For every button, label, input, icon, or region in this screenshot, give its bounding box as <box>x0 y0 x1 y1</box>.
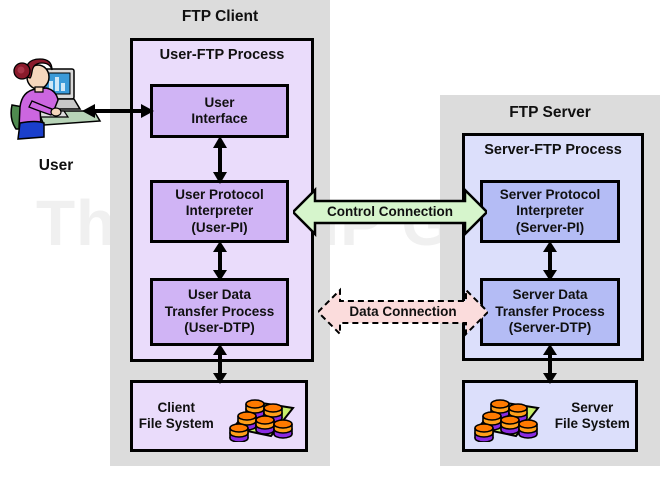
arrow-serverpi-to-serverdtp <box>543 241 557 281</box>
node-line: (Server-DTP) <box>508 320 592 336</box>
node-line: User Data <box>187 287 252 303</box>
node-line: Transfer Process <box>164 303 275 319</box>
node-line: Transfer Process <box>495 303 605 319</box>
fs-line: File System <box>138 416 214 431</box>
server-ftp-process-title: Server-FTP Process <box>484 142 622 158</box>
data-connection-label: Data Connection <box>349 304 457 319</box>
node-line: Interpreter <box>185 203 254 219</box>
node-line: (Server-PI) <box>515 219 585 235</box>
arrow-serverdtp-to-server-fs <box>543 344 557 384</box>
ftp-client-title: FTP Client <box>181 8 259 25</box>
ftp-server-title: FTP Server <box>509 104 591 121</box>
arrow-user-to-user-interface <box>82 104 154 118</box>
fs-line: Server <box>571 399 614 415</box>
node-line: User Protocol <box>175 186 264 202</box>
control-connection-arrow[interactable] <box>293 187 487 237</box>
user-interface-node[interactable]: User Interface <box>150 84 289 138</box>
fs-line: Client <box>157 399 196 415</box>
node-line: Interface <box>191 111 248 126</box>
server-file-system-label: Server File System <box>555 400 630 433</box>
client-file-system-box[interactable]: Client File System <box>130 380 308 452</box>
node-line: Server Protocol <box>499 186 601 202</box>
user-protocol-interpreter-node[interactable]: User Protocol Interpreter (User-PI) <box>150 180 289 243</box>
arrow-userpi-to-userdtp <box>213 241 227 281</box>
client-file-system-label: Client File System <box>139 400 214 433</box>
node-line: User <box>204 94 235 110</box>
server-file-system-box[interactable]: Server File System <box>462 380 638 452</box>
control-connection-label: Control Connection <box>327 204 453 219</box>
arrow-ui-to-userpi <box>213 136 227 184</box>
server-data-transfer-process-node[interactable]: Server Data Transfer Process (Server-DTP… <box>480 278 620 346</box>
user-caption: User <box>38 157 74 174</box>
server-protocol-interpreter-node[interactable]: Server Protocol Interpreter (Server-PI) <box>480 180 620 243</box>
node-line: (User-PI) <box>191 219 248 235</box>
arrow-userdtp-to-client-fs <box>213 344 227 384</box>
node-line: Interpreter <box>516 203 584 219</box>
node-line: (User-DTP) <box>184 320 255 336</box>
disk-stack-icon <box>229 399 296 442</box>
disk-stack-icon <box>474 399 541 442</box>
user-ftp-process-title: User-FTP Process <box>159 47 285 63</box>
data-connection-arrow[interactable] <box>318 287 488 337</box>
user-at-computer-icon <box>10 58 102 140</box>
fs-line: File System <box>554 416 630 431</box>
node-line: Server Data <box>512 287 588 303</box>
user-data-transfer-process-node[interactable]: User Data Transfer Process (User-DTP) <box>150 278 289 346</box>
